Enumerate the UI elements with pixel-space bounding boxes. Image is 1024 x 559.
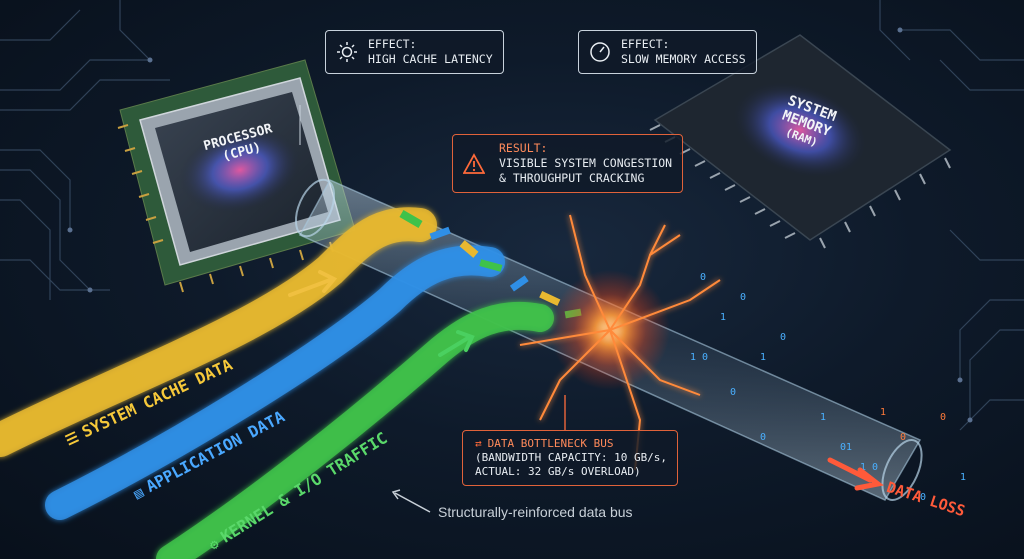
svg-text:1: 1 — [760, 352, 766, 363]
svg-text:0: 0 — [740, 292, 746, 303]
warning-icon — [463, 152, 485, 174]
result-line2: & THROUGHPUT CRACKING — [499, 171, 645, 185]
gauge-icon — [590, 42, 610, 62]
svg-text:0: 0 — [900, 432, 906, 443]
svg-text:1 0: 1 0 — [860, 462, 878, 473]
effect-ram-heading: EFFECT: — [621, 37, 670, 51]
effect-ram-callout: EFFECT: SLOW MEMORY ACCESS — [578, 30, 757, 74]
svg-text:1: 1 — [960, 472, 966, 483]
svg-text:0: 0 — [940, 412, 946, 423]
swap-arrows-icon: ⇄ — [475, 437, 482, 450]
svg-text:1: 1 — [880, 407, 886, 418]
svg-text:1: 1 — [820, 412, 826, 423]
bus-actual: ACTUAL: 32 GB/s OVERLOAD) — [475, 465, 641, 478]
effect-cpu-heading: EFFECT: — [368, 37, 417, 51]
svg-text:01: 01 — [840, 442, 852, 453]
data-streams — [0, 207, 554, 559]
svg-text:1 0: 1 0 — [690, 352, 708, 363]
result-heading: RESULT: — [499, 141, 548, 155]
effect-cpu-text: HIGH CACHE LATENCY — [368, 52, 493, 66]
bus-note: Structurally-reinforced data bus — [438, 504, 633, 520]
bottleneck-bus-callout: ⇄ DATA BOTTLENECK BUS (BANDWIDTH CAPACITY… — [462, 430, 679, 486]
svg-text:0: 0 — [760, 432, 766, 443]
flow-arrows — [288, 270, 475, 357]
crack-burst — [519, 214, 721, 471]
effect-ram-text: SLOW MEMORY ACCESS — [621, 52, 746, 66]
result-callout: RESULT: VISIBLE SYSTEM CONGESTION & THRO… — [452, 134, 684, 193]
svg-text:1: 1 — [720, 312, 726, 323]
bus-title: DATA BOTTLENECK BUS — [487, 437, 614, 450]
effect-cpu-callout: EFFECT: HIGH CACHE LATENCY — [325, 30, 504, 74]
svg-text:0: 0 — [700, 272, 706, 283]
sun-icon — [337, 42, 357, 62]
svg-text:0: 0 — [920, 492, 926, 503]
svg-text:0: 0 — [730, 387, 736, 398]
svg-text:0: 0 — [780, 332, 786, 343]
result-line1: VISIBLE SYSTEM CONGESTION — [499, 156, 673, 170]
bus-capacity: (BANDWIDTH CAPACITY: 10 GB/s, — [475, 451, 668, 464]
bus-title-row: ⇄ DATA BOTTLENECK BUS — [475, 437, 667, 451]
